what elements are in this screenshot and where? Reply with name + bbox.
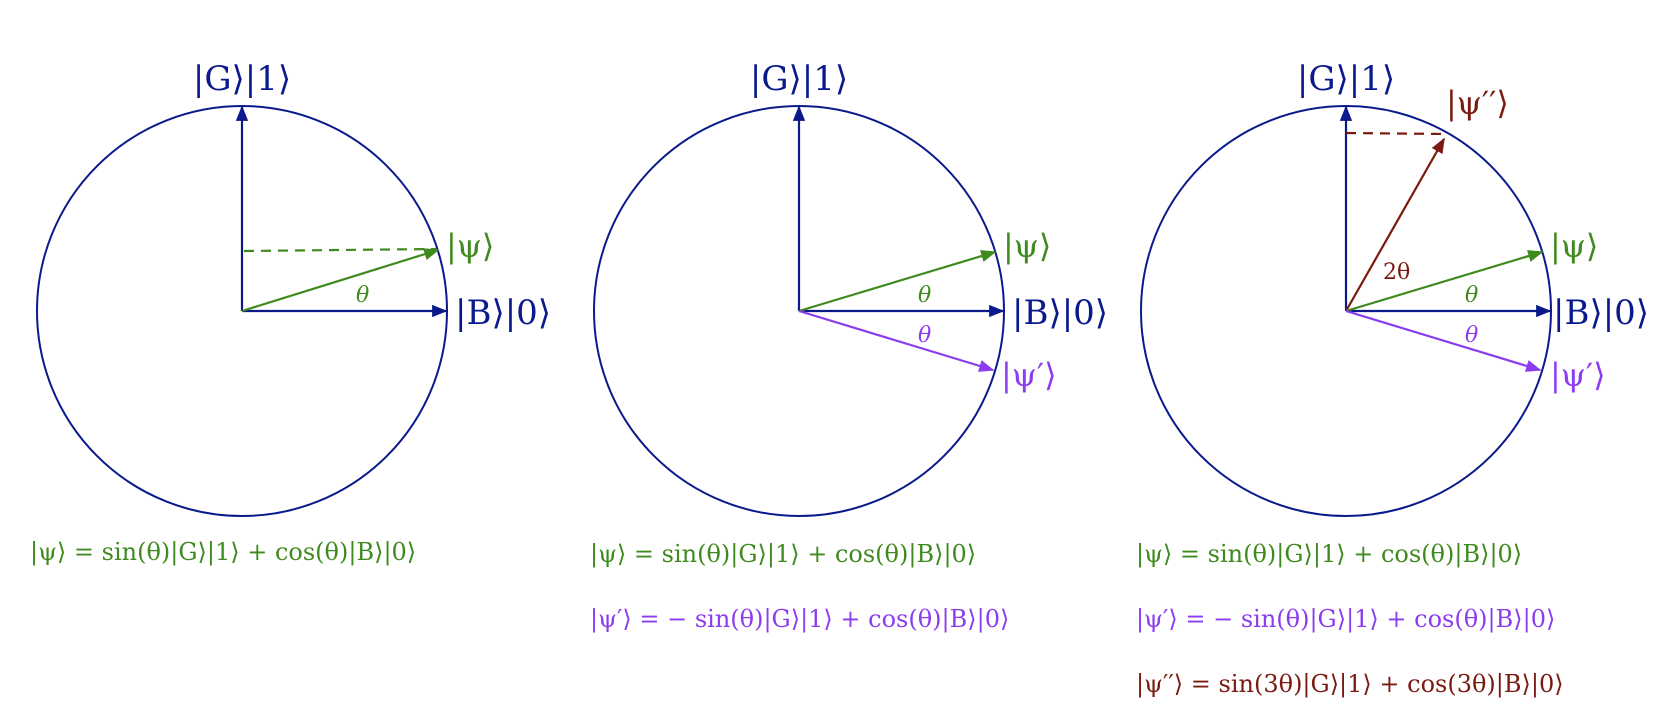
- axis-right-label: |B⟩|0⟩: [1012, 293, 1108, 333]
- equation-psi: |ψ⟩ = sin(θ)|G⟩|1⟩ + cos(θ)|B⟩|0⟩: [1136, 540, 1522, 569]
- panel-2: |G⟩|1⟩ |B⟩|0⟩ |ψ⟩ |ψ′⟩ θ θ |ψ⟩ = sin(θ)|…: [590, 59, 1108, 634]
- axis-top-label: |G⟩|1⟩: [193, 59, 291, 99]
- psi-prime-label: |ψ′⟩: [1550, 356, 1606, 394]
- equation-psi: |ψ⟩ = sin(θ)|G⟩|1⟩ + cos(θ)|B⟩|0⟩: [30, 538, 416, 567]
- axis-top-label: |G⟩|1⟩: [1297, 59, 1395, 99]
- theta-label: θ: [356, 283, 369, 308]
- psi-label: |ψ⟩: [1003, 227, 1051, 265]
- axis-top-label: |G⟩|1⟩: [750, 59, 848, 99]
- theta-prime-label: θ: [918, 323, 931, 348]
- psi-prime-vector-arrow: [1345, 309, 1542, 372]
- axis-right-label: |B⟩|0⟩: [455, 293, 551, 333]
- theta-prime-label: θ: [1465, 323, 1478, 348]
- psi-projection-dashed: [243, 247, 437, 253]
- psi-vector-arrow: [1345, 250, 1544, 313]
- psi-prime-label: |ψ′⟩: [1001, 356, 1057, 394]
- equation-psi: |ψ⟩ = sin(θ)|G⟩|1⟩ + cos(θ)|B⟩|0⟩: [590, 540, 976, 569]
- psi-double-prime-label: |ψ′′⟩: [1446, 84, 1509, 122]
- theta-label: θ: [918, 283, 931, 308]
- psi-label: |ψ⟩: [446, 227, 494, 265]
- psi-vector-arrow: [241, 248, 440, 313]
- psi-double-prime-projection-dashed: [1345, 131, 1447, 136]
- psi-double-prime-vector-arrow: [1345, 137, 1445, 312]
- equation-psi-prime: |ψ′⟩ = − sin(θ)|G⟩|1⟩ + cos(θ)|B⟩|0⟩: [590, 605, 1009, 634]
- theta-label: θ: [1465, 283, 1478, 308]
- psi-vector-arrow: [798, 250, 997, 313]
- psi-label: |ψ⟩: [1550, 227, 1598, 265]
- equation-psi-double-prime: |ψ′′⟩ = sin(3θ)|G⟩|1⟩ + cos(3θ)|B⟩|0⟩: [1136, 670, 1564, 699]
- psi-prime-vector-arrow: [798, 309, 995, 372]
- axis-right-label: |B⟩|0⟩: [1553, 293, 1649, 333]
- panel-3: |G⟩|1⟩ |B⟩|0⟩ |ψ′′⟩ |ψ⟩ |ψ′⟩ 2θ θ θ |ψ⟩ …: [1136, 59, 1649, 699]
- equation-psi-prime: |ψ′⟩ = − sin(θ)|G⟩|1⟩ + cos(θ)|B⟩|0⟩: [1136, 605, 1555, 634]
- two-theta-label: 2θ: [1383, 260, 1410, 285]
- panel-1: |G⟩|1⟩ |B⟩|0⟩ |ψ⟩ θ |ψ⟩ = sin(θ)|G⟩|1⟩ +…: [30, 59, 551, 567]
